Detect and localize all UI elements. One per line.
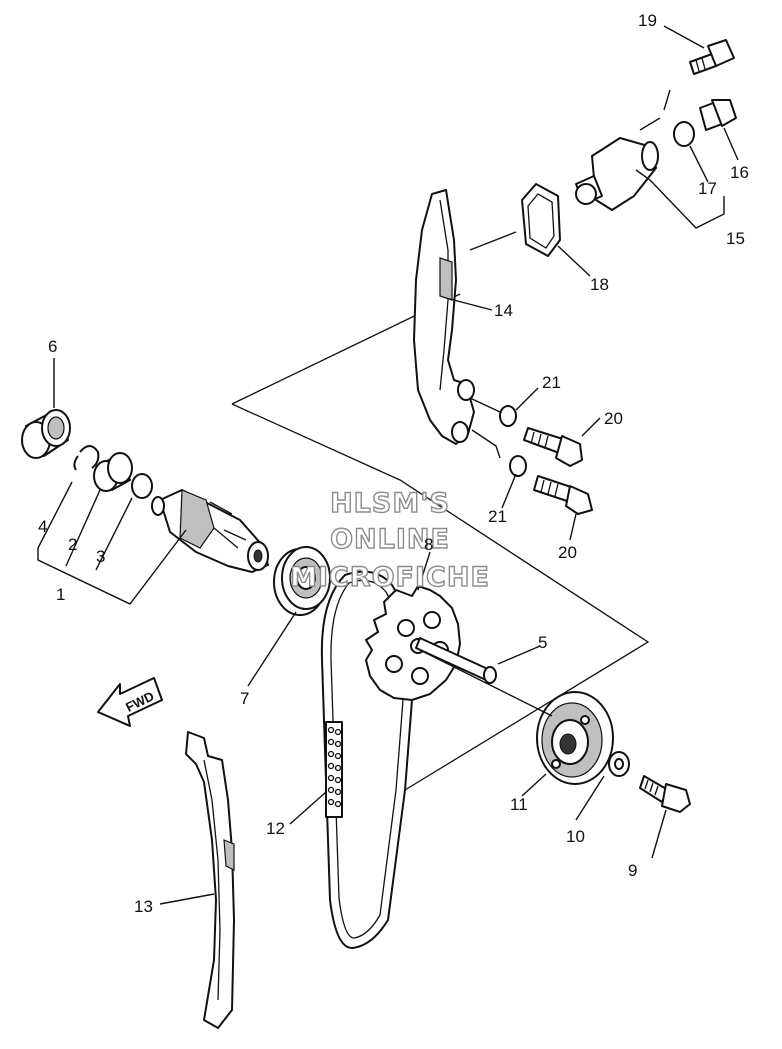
watermark-line-2: ONLINE bbox=[330, 524, 450, 555]
part-label-5: 5 bbox=[538, 633, 547, 652]
cam-chain-tensioner-15 bbox=[575, 137, 659, 211]
part-label-2: 2 bbox=[68, 535, 77, 554]
watermark-line-3: MICROFICHE bbox=[290, 562, 490, 593]
part-label-21-upper: 21 bbox=[542, 373, 561, 392]
part-label-16: 16 bbox=[730, 163, 749, 182]
bolt-19 bbox=[689, 39, 735, 75]
washer-17 bbox=[673, 121, 695, 147]
dowel-pin bbox=[415, 637, 497, 684]
washer-21-upper bbox=[499, 405, 517, 427]
part-label-11: 11 bbox=[510, 795, 528, 814]
fwd-direction-arrow: FWD bbox=[97, 677, 163, 727]
circlip-4 bbox=[73, 445, 100, 471]
bolt-9 bbox=[639, 775, 691, 813]
gasket-18 bbox=[521, 183, 561, 257]
o-ring-3 bbox=[131, 473, 153, 499]
part-label-10: 10 bbox=[566, 827, 585, 846]
leader-lines bbox=[53, 25, 739, 905]
bushing-2 bbox=[93, 452, 133, 492]
part-label-19: 19 bbox=[638, 11, 657, 30]
tensioner-guide-14 bbox=[413, 189, 475, 445]
part-label-6: 6 bbox=[48, 337, 57, 356]
part-label-7: 7 bbox=[240, 689, 249, 708]
alignment-lines bbox=[419, 89, 725, 717]
bearing-6 bbox=[21, 409, 71, 459]
washer-21-lower bbox=[509, 455, 527, 477]
part-label-18: 18 bbox=[590, 275, 609, 294]
part-label-1: 1 bbox=[56, 585, 65, 604]
chain-guide-13 bbox=[185, 731, 235, 1029]
part-label-3: 3 bbox=[96, 547, 105, 566]
decompressor-plate bbox=[536, 691, 614, 785]
part-label-17: 17 bbox=[698, 179, 717, 198]
part-label-4: 4 bbox=[38, 517, 47, 536]
part-label-15: 15 bbox=[726, 229, 745, 248]
part-label-20-upper: 20 bbox=[604, 409, 623, 428]
chain-links-detail bbox=[325, 721, 343, 818]
cap-bolt-16 bbox=[699, 99, 737, 131]
part-label-14: 14 bbox=[494, 301, 513, 320]
part-label-13: 13 bbox=[134, 897, 153, 916]
bolt-20-upper bbox=[523, 427, 583, 467]
bolt-20-lower bbox=[533, 475, 593, 515]
part-label-21-lower: 21 bbox=[488, 507, 507, 526]
part-label-12: 12 bbox=[266, 819, 285, 838]
camshaft bbox=[151, 489, 269, 573]
assembly-bracket-1 bbox=[37, 481, 187, 605]
part-labels: 1 2 3 4 5 6 7 8 9 10 11 12 13 14 15 16 1… bbox=[38, 11, 749, 916]
part-label-8: 8 bbox=[424, 535, 433, 554]
washer-10 bbox=[608, 751, 630, 777]
part-label-20-lower: 20 bbox=[558, 543, 577, 562]
part-label-9: 9 bbox=[628, 861, 637, 880]
watermark-line-1: HLSM'S bbox=[330, 488, 450, 519]
bearing-7 bbox=[273, 546, 331, 616]
watermark: HLSM'S ONLINE MICROFICHE bbox=[289, 487, 490, 593]
